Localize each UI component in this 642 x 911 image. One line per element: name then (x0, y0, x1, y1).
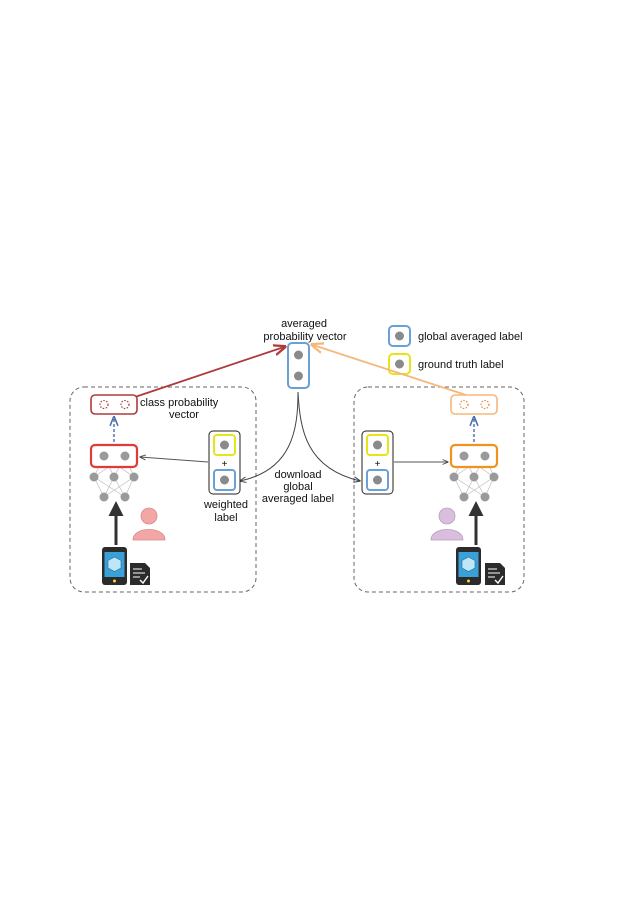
class-probability-line2: vector (169, 409, 199, 421)
right-ground-truth-node (373, 440, 382, 450)
download-curve-left (240, 391, 299, 481)
right-class-probability-vector (450, 394, 498, 415)
right-nn-node (459, 451, 469, 461)
download-label-line2: global (283, 481, 312, 493)
weighted-label-line2: label (214, 512, 237, 524)
right-plus-sign: + (375, 459, 381, 470)
left-model-output-layer (89, 443, 139, 469)
top-label-line2: probability vector (263, 331, 346, 343)
right-nn-node (480, 492, 490, 502)
right-nn-node (489, 472, 499, 482)
left-prob-node-1 (99, 399, 109, 410)
left-weighted-to-model-arrow (140, 457, 209, 463)
right-nn-node (459, 492, 469, 502)
right-model-output-layer (449, 443, 499, 469)
left-nn-node (129, 472, 139, 482)
right-prob-node-2 (480, 399, 490, 410)
class-probability-line1: class probability (140, 397, 219, 409)
right-person-icon (430, 507, 464, 541)
right-upload-arrow (313, 345, 467, 396)
right-global-averaged-node (373, 475, 382, 485)
weighted-label-line1: weighted (203, 499, 248, 511)
right-nn-node (469, 472, 479, 482)
left-global-averaged-node (220, 475, 229, 485)
download-label-line3: averaged label (262, 493, 334, 505)
left-nn-node (120, 451, 130, 461)
right-phone-icon (456, 547, 481, 585)
top-label-line1: averaged (281, 318, 327, 330)
legend-yellow-node (395, 359, 404, 369)
averaged-node-1 (294, 350, 303, 360)
left-plus-sign: + (222, 459, 228, 470)
left-nn-node (120, 492, 130, 502)
left-ground-truth-node (220, 440, 229, 450)
right-document-icon (485, 563, 505, 585)
left-upload-arrow (131, 347, 284, 399)
left-nn-node (109, 472, 119, 482)
right-prob-node-1 (459, 399, 469, 410)
left-nn-node (99, 492, 109, 502)
download-curve-right (297, 391, 360, 481)
left-phone-icon (102, 547, 127, 585)
legend-blue-node (395, 331, 404, 341)
right-nn-node (449, 472, 459, 482)
legend-ground-truth-label: ground truth label (418, 359, 504, 371)
right-nn-node (480, 451, 490, 461)
left-class-probability-vector (90, 394, 138, 415)
left-nn-node (99, 451, 109, 461)
left-person-icon (132, 507, 166, 541)
averaged-node-2 (294, 371, 303, 381)
left-prob-node-2 (120, 399, 130, 410)
averaged-probability-vector (287, 342, 310, 389)
download-label-line1: download (274, 469, 321, 481)
legend-global-averaged-label: global averaged label (418, 331, 523, 343)
left-nn-node (89, 472, 99, 482)
left-document-icon (130, 563, 150, 585)
